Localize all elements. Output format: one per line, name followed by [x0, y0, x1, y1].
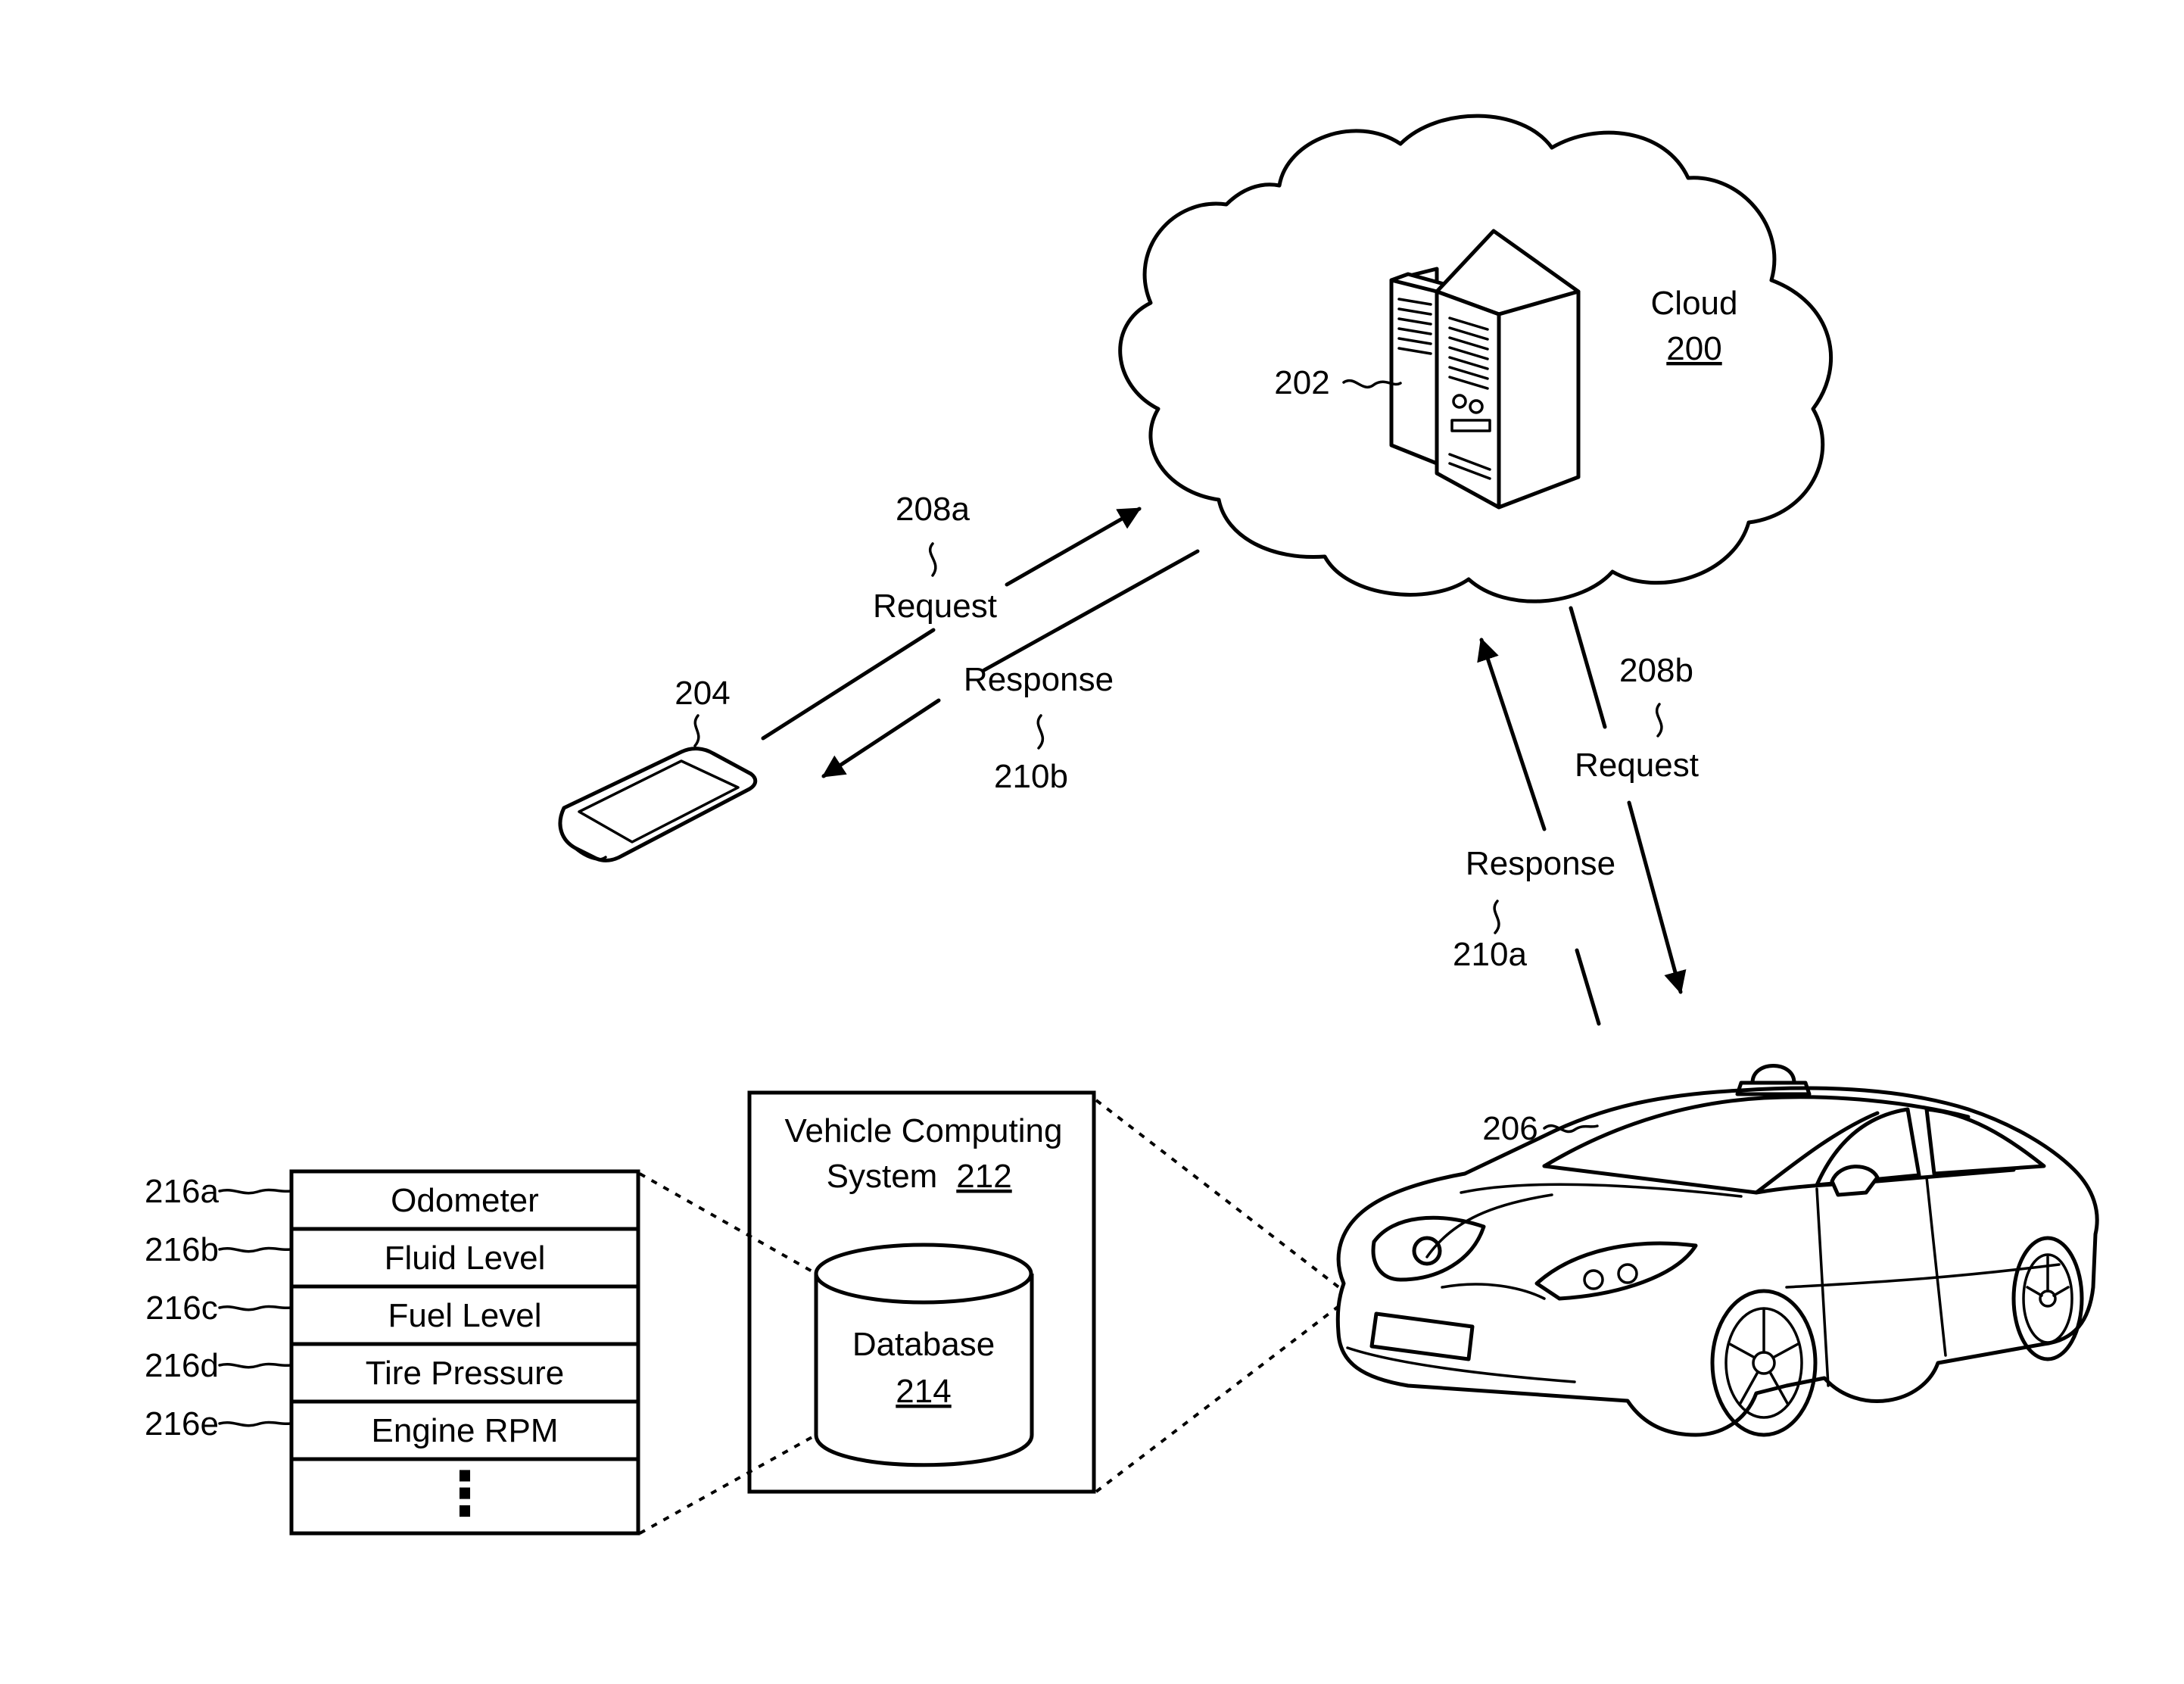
phone-callout: 204 — [675, 675, 730, 746]
response-ref-210a: 210a — [1453, 936, 1527, 973]
vehicle-response-label-group: Response 210a — [1453, 845, 1615, 973]
request-ref-208b: 208b — [1619, 652, 1693, 689]
table-row-tire-pressure: Tire Pressure — [366, 1355, 564, 1392]
request-label-208b: Request — [1575, 747, 1699, 784]
request-ref-208a: 208a — [896, 491, 970, 528]
server-ref: 202 — [1274, 364, 1329, 401]
phone-response-label-group: Response 210b — [964, 661, 1114, 795]
cloud-title: Cloud — [1651, 285, 1738, 322]
vehicle-request-label-group: 208b Request — [1575, 652, 1699, 784]
response-arrow-shaft-upper — [984, 551, 1198, 670]
server-icon — [1391, 231, 1578, 507]
vcs-ref: 212 — [956, 1158, 1011, 1195]
database-ref: 214 — [896, 1373, 951, 1410]
vehicle-request-shaft-lower — [1629, 803, 1681, 992]
vehicle-response-shaft-upper — [1481, 640, 1544, 829]
response-label-210a: Response — [1466, 845, 1615, 882]
request-label-208a: Request — [873, 588, 997, 625]
row-ref-leaders — [220, 1190, 291, 1426]
response-ref-210b: 210b — [994, 758, 1068, 795]
response-label-210b: Response — [964, 661, 1114, 698]
vehicle-ref: 206 — [1482, 1110, 1538, 1147]
phone-ref: 204 — [675, 675, 730, 712]
response-arrow-shaft-lower — [824, 700, 939, 776]
table-row-odometer: Odometer — [391, 1182, 539, 1219]
car-callout: 206 — [1482, 1110, 1597, 1147]
row-ref-216c: 216c — [145, 1290, 217, 1327]
table-more-indicator: ⋮ — [435, 1460, 495, 1527]
vcs-title-line1: Vehicle Computing — [785, 1112, 1063, 1149]
cloud-ref: 200 — [1666, 330, 1721, 367]
car-icon — [1338, 1066, 2097, 1436]
request-arrow-shaft-upper — [1007, 509, 1139, 585]
row-ref-216b: 216b — [145, 1231, 219, 1268]
row-ref-216a: 216a — [145, 1173, 219, 1210]
table-row-fuel-level: Fuel Level — [388, 1297, 541, 1334]
row-ref-216d: 216d — [145, 1347, 219, 1384]
phone-request-label-group: 208a Request — [873, 491, 997, 625]
smartphone-icon — [560, 749, 756, 861]
data-table: Odometer Fluid Level Fuel Level Tire Pre… — [145, 1171, 638, 1533]
vehicle-response-shaft-lower — [1577, 950, 1599, 1024]
server-callout: 202 — [1274, 364, 1400, 401]
database-label: Database — [852, 1326, 995, 1363]
table-row-fluid-level: Fluid Level — [385, 1240, 546, 1277]
table-row-engine-rpm: Engine RPM — [371, 1412, 558, 1449]
vehicle-request-shaft-upper — [1571, 608, 1605, 727]
row-ref-216e: 216e — [145, 1405, 219, 1442]
database-icon: Database 214 — [816, 1245, 1032, 1465]
vcs-title-line2: System — [827, 1158, 938, 1195]
